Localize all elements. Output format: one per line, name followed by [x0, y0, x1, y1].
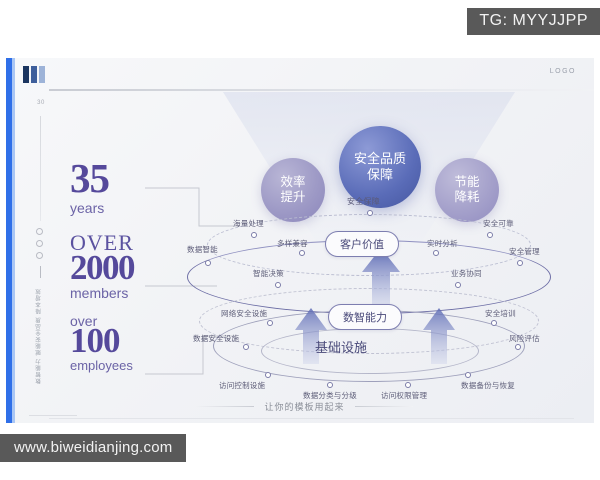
node-tier3-2 [265, 372, 271, 378]
label-tier1-0: 海量处理 [233, 219, 264, 228]
stat-years-value: 35 [70, 155, 110, 201]
node-tier2-1 [275, 282, 281, 288]
arrow-up-right [423, 308, 455, 364]
label-tier3-6: 安全培训 [485, 309, 516, 318]
stat-members-value: 2000 [70, 247, 136, 287]
slide-accent-edge [6, 58, 12, 423]
arrow-up-center [362, 248, 400, 308]
label-tier1-2: 实时分析 [427, 239, 458, 248]
sphere-security-line1: 安全品质 [353, 151, 406, 167]
sphere-efficiency-line1: 效率 [280, 174, 306, 189]
node-tier3-1 [243, 344, 249, 350]
label-infrastructure: 基础设施 [315, 340, 368, 355]
slide-accent-edge-light [12, 58, 15, 423]
label-tier3-7: 风险评估 [509, 334, 540, 343]
sphere-efficiency: 效率 提升 [261, 158, 325, 222]
arrow-up-left [295, 308, 327, 364]
node-tier2-2 [455, 282, 461, 288]
label-tier1-1: 多样兼容 [277, 239, 308, 248]
pill-customer-value: 客户价值 [325, 231, 399, 257]
node-tier1-0 [251, 232, 257, 238]
slide-footer-rule [49, 418, 574, 419]
caption-rule-right [354, 406, 413, 407]
sphere-energy-saving: 节能 降耗 [435, 158, 499, 222]
stat-members-label: members [70, 284, 129, 301]
watermark-bottom-left: www.biweidianjing.com [0, 434, 187, 462]
label-tier3-2: 访问控制设施 [219, 381, 266, 390]
label-tier3-0: 网络安全设施 [221, 309, 268, 318]
sphere-energy-line2: 降耗 [454, 190, 480, 204]
stat-employees-label: employees [70, 358, 133, 374]
label-tier3-1: 数据安全设施 [193, 334, 240, 343]
label-tier2-3: 安全管理 [509, 247, 540, 256]
stat-employees-value: 100 [70, 320, 121, 360]
sphere-security-line2: 保障 [366, 167, 393, 182]
sphere-energy-line1: 节能 [454, 174, 480, 189]
node-tier3-7 [515, 344, 521, 350]
rail-tick [40, 266, 41, 278]
slide-caption: 让你的模板用起来 [15, 400, 594, 413]
sphere-efficiency-line2: 提升 [280, 190, 306, 204]
label-tier3-4: 访问权限管理 [381, 391, 428, 400]
watermark-top-right: TG: MYYJJPP [467, 8, 600, 35]
node-tier3-4 [405, 382, 411, 388]
stat-years-label: years [70, 199, 105, 216]
pill-digital-capability: 数智能力 [328, 304, 402, 330]
rail-vertical-text: 数智能力 赋能安全品质 降本增效 [36, 288, 42, 385]
rail-footer-rule [29, 415, 77, 416]
label-tier2-1: 智能决策 [253, 269, 284, 278]
label-tier3-5: 数据备份与恢复 [461, 381, 515, 390]
node-tier3-3 [327, 382, 333, 388]
left-rail: 30 数智能力 赋能安全品质 降本增效 [25, 100, 77, 416]
slide-canvas: LOGO 30 数智能力 赋能安全品质 降本增效 35 years OVER 2… [6, 58, 594, 423]
node-top [367, 210, 373, 216]
label-security-guarantee: 安全保障 [347, 197, 380, 206]
node-tier1-2 [433, 250, 439, 256]
node-tier1-1 [299, 250, 305, 256]
caption-text: 让你的模板用起来 [264, 402, 345, 412]
header-rule [49, 89, 594, 91]
rail-number: 30 [37, 100, 45, 106]
funnel-diagram: 效率 提升 安全品质 保障 节能 降耗 [165, 92, 594, 402]
node-tier3-5 [465, 372, 471, 378]
node-tier1-3 [487, 232, 493, 238]
slide-content: LOGO 30 数智能力 赋能安全品质 降本增效 35 years OVER 2… [15, 58, 594, 423]
label-tier2-0: 数据智能 [187, 245, 218, 254]
logo-text: LOGO [549, 68, 576, 75]
sphere-security-quality: 安全品质 保障 [339, 126, 421, 208]
node-tier2-3 [517, 260, 523, 266]
stat-members-prefix: OVER [70, 229, 134, 255]
label-tier3-3: 数据分类与分级 [303, 391, 357, 400]
rail-dots-icon [36, 228, 43, 264]
logo-bars-icon [23, 66, 45, 83]
rail-line [40, 116, 41, 221]
node-tier3-6 [491, 320, 497, 326]
caption-rule-left [196, 406, 255, 407]
label-tier1-3: 安全可靠 [483, 219, 514, 228]
label-tier2-2: 业务协同 [451, 269, 482, 278]
node-tier3-0 [267, 320, 273, 326]
node-tier2-0 [205, 260, 211, 266]
stat-employees-prefix: over [70, 312, 98, 329]
stats-block: 35 years OVER 2000 members over 100 empl… [70, 155, 190, 374]
